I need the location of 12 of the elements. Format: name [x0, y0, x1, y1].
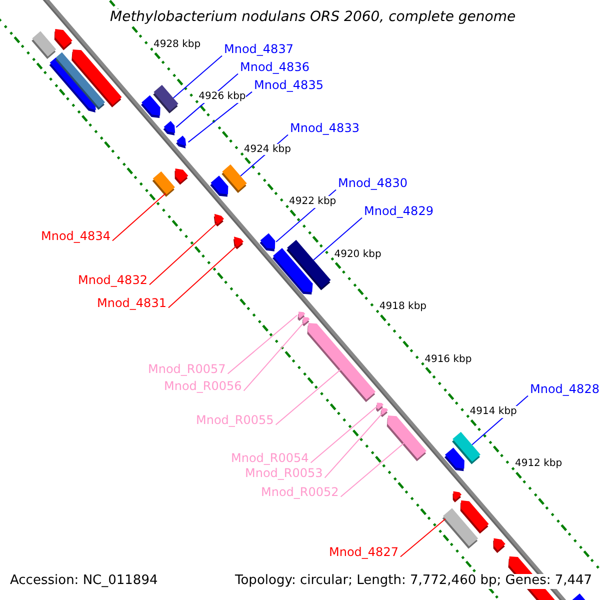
scale-label: 4928 kbp [153, 38, 201, 50]
scale-label: 4918 kbp [379, 301, 427, 313]
diagram-title: Methylobacterium nodulans ORS 2060, complete genome [110, 9, 516, 26]
scale-label: 4914 kbp [470, 406, 517, 418]
accession-label: Accession: NC_011894 [10, 574, 158, 589]
scale-label: 4926 kbp [198, 91, 246, 103]
scale-label: 4916 kbp [424, 354, 472, 366]
scale-label: 4912 kbp [514, 458, 562, 470]
scale-label: 4920 kbp [334, 248, 382, 260]
scale-label: 4922 kbp [289, 196, 336, 208]
genome-info-label: Topology: circular; Length: 7,772,460 bp; Genes: 7,447 [235, 574, 592, 589]
scale-label: 4924 kbp [244, 144, 291, 156]
